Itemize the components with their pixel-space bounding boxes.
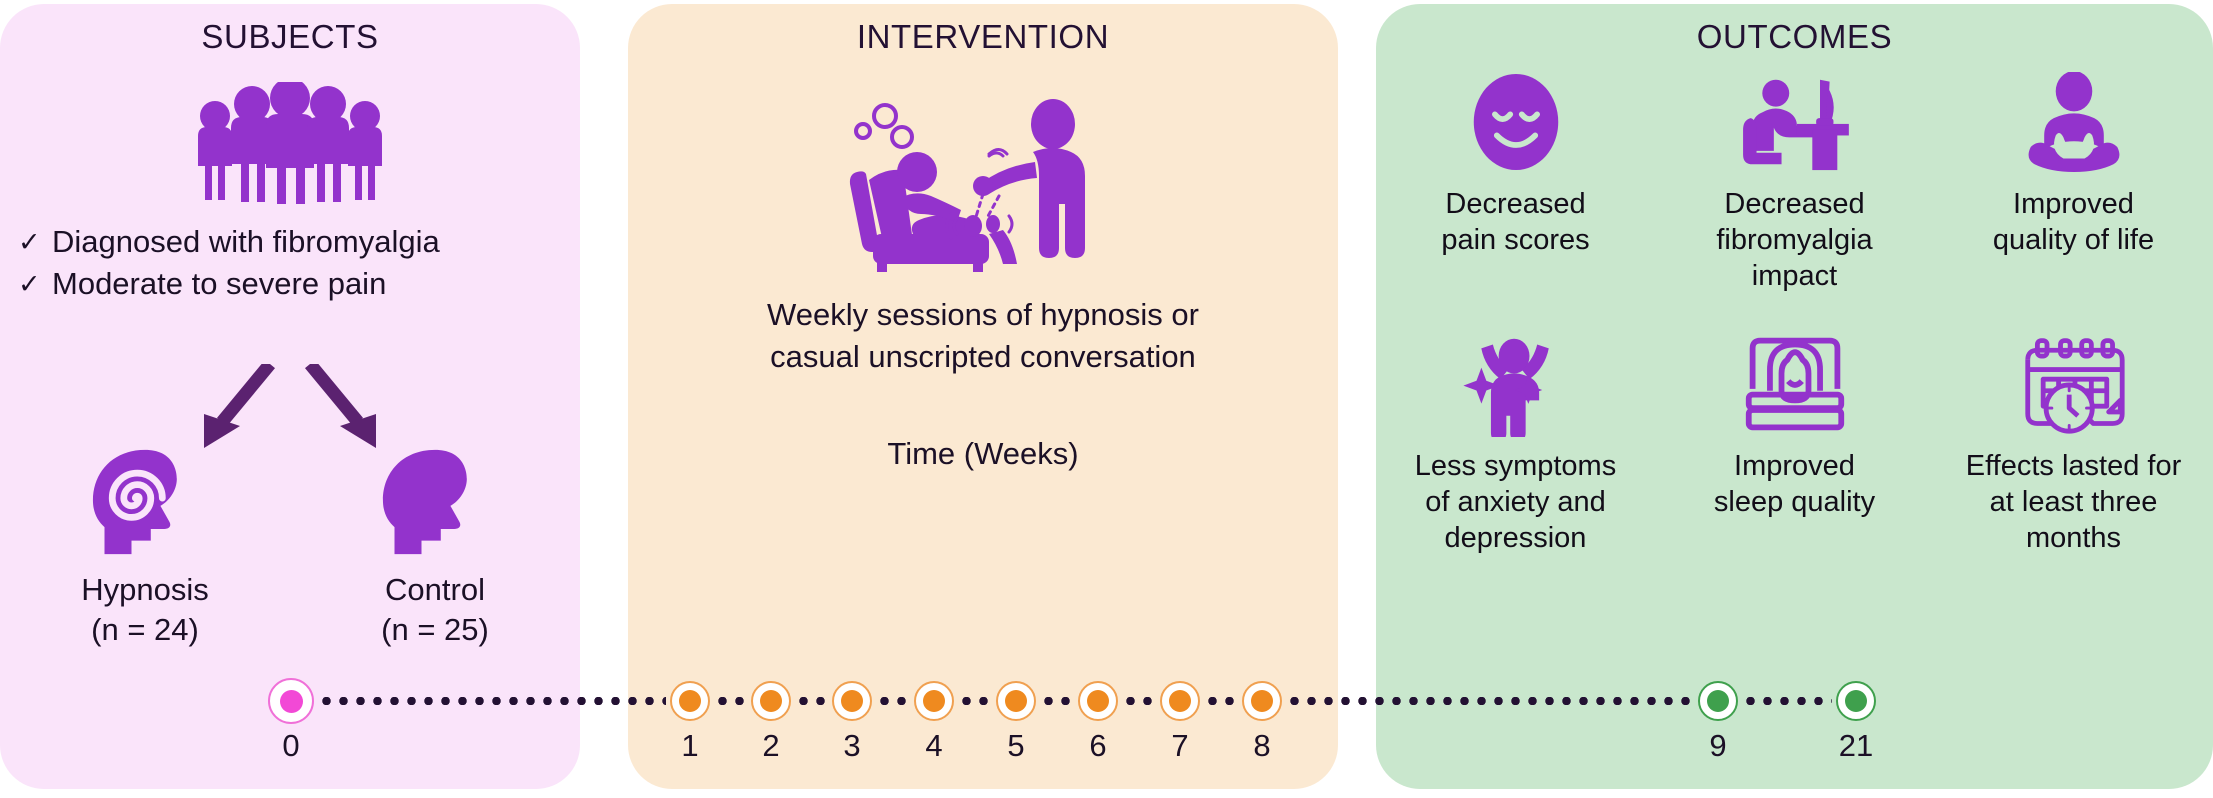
outcome-line-3: depression (1444, 522, 1587, 554)
time-axis-label: Time (Weeks) (887, 436, 1079, 471)
outcome-line-1: Improved (2013, 188, 2134, 220)
people-group-icon (190, 78, 390, 204)
outcome-line-2: of anxiety and (1425, 486, 1606, 518)
timeline-label-week-21: 21 (1838, 728, 1874, 763)
timeline-node-dot (1845, 690, 1867, 712)
timeline-node-week-3[interactable] (832, 681, 872, 721)
timeline-node-dot (841, 690, 863, 712)
timeline-node-dot (760, 690, 782, 712)
smiling-face-icon (1468, 68, 1564, 176)
outcome-line-1: Effects lasted for (1965, 450, 2182, 482)
timeline-node-dot (1251, 690, 1273, 712)
study-arm-control: Control (n = 25) (290, 444, 580, 650)
timeline-label-week-4: 4 (925, 728, 943, 763)
caption-line-1: Weekly sessions of hypnosis or (767, 297, 1199, 332)
outcome-line-2: quality of life (1992, 224, 2155, 256)
arm-name-hypnosis: Hypnosis (81, 572, 209, 607)
outcome-decreased-pain-scores: Decreased pain scores (1376, 68, 1655, 294)
outcome-effects-lasted-three-months: Effects lasted for at least three months (1934, 330, 2213, 556)
outcome-line-1: Improved (1734, 450, 1855, 482)
panel-title-subjects: SUBJECTS (201, 18, 379, 55)
outcome-improved-sleep-quality: Improved sleep quality (1655, 330, 1934, 556)
inclusion-criteria-list: ✓ Diagnosed with fibromyalgia ✓ Moderate… (18, 222, 570, 306)
outcome-line-3: impact (1751, 260, 1838, 292)
arm-n-control: (n = 25) (381, 612, 489, 647)
timeline-node-week-1[interactable] (670, 681, 710, 721)
list-item: ✓ Moderate to severe pain (18, 264, 570, 304)
outcomes-row-bottom: Less symptoms of anxiety and depression (1376, 330, 2213, 556)
panel-title-outcomes: OUTCOMES (1696, 18, 1893, 55)
check-icon: ✓ (18, 269, 41, 299)
outcome-label: Effects lasted for at least three months (1966, 448, 2181, 556)
intervention-caption: Weekly sessions of hypnosis or casual un… (660, 294, 1306, 378)
criterion-label: Moderate to severe pain (52, 266, 387, 301)
timeline-node-week-5[interactable] (996, 681, 1036, 721)
calendar-clock-icon (2016, 330, 2132, 438)
outcome-line-3: months (2025, 522, 2122, 554)
outcome-label: Decreased pain scores (1441, 186, 1589, 258)
timeline-label-week-8: 8 (1253, 728, 1271, 763)
study-arm-hypnosis: Hypnosis (n = 24) (0, 444, 290, 650)
timeline-label-week-7: 7 (1171, 728, 1189, 763)
outcome-line-1: Decreased (1445, 188, 1586, 220)
timeline-node-week-2[interactable] (751, 681, 791, 721)
timeline-node-dot (1005, 690, 1027, 712)
hypnosis-session-icon (833, 94, 1133, 274)
outcome-label: Improved quality of life (1993, 186, 2154, 258)
arm-n-hypnosis: (n = 24) (91, 612, 199, 647)
person-at-desk-icon (1737, 68, 1853, 176)
outcome-label: Less symptoms of anxiety and depression (1415, 448, 1616, 556)
timeline-node-week-6[interactable] (1078, 681, 1118, 721)
timeline-label-week-0: 0 (282, 728, 300, 763)
arm-name-control: Control (385, 572, 485, 607)
person-meditating-icon (2021, 68, 2127, 176)
timeline-node-dot (679, 690, 701, 712)
timeline-node-dot (1707, 690, 1729, 712)
randomization-arrows (160, 359, 420, 454)
outcomes-row-top: Decreased pain scores (1376, 68, 2213, 294)
timeline-node-dot (1087, 690, 1109, 712)
timeline-node-week-21[interactable] (1836, 681, 1876, 721)
outcome-decreased-fibromyalgia-impact: Decreased fibromyalgia impact (1655, 68, 1934, 294)
outcome-line-2: sleep quality (1713, 486, 1876, 518)
list-item: ✓ Diagnosed with fibromyalgia (18, 222, 570, 262)
head-profile-control-icon (290, 444, 580, 556)
timeline-label-week-6: 6 (1089, 728, 1107, 763)
person-celebrating-icon (1458, 330, 1574, 438)
timeline-label-week-1: 1 (681, 728, 699, 763)
outcome-less-anxiety-depression: Less symptoms of anxiety and depression (1376, 330, 1655, 556)
outcome-line-1: Decreased (1724, 188, 1865, 220)
check-icon: ✓ (18, 227, 41, 257)
timeline-label-week-5: 5 (1007, 728, 1025, 763)
outcome-line-2: pain scores (1441, 224, 1590, 256)
timeline-node-week-8[interactable] (1242, 681, 1282, 721)
timeline-node-dot (1169, 690, 1191, 712)
outcome-label: Decreased fibromyalgia impact (1716, 186, 1872, 294)
outcome-label: Improved sleep quality (1714, 448, 1875, 520)
timeline-label-week-9: 9 (1709, 728, 1727, 763)
timeline-node-week-4[interactable] (914, 681, 954, 721)
timeline-node-dot (279, 689, 303, 713)
person-sleeping-bed-icon (1737, 330, 1853, 438)
timeline-label-week-2: 2 (762, 728, 780, 763)
head-spiral-hypnosis-icon (0, 444, 290, 556)
timeline-node-dot (923, 690, 945, 712)
outcome-line-1: Less symptoms (1414, 450, 1617, 482)
outcome-improved-quality-of-life: Improved quality of life (1934, 68, 2213, 294)
timeline-label-week-3: 3 (843, 728, 861, 763)
panel-subjects: SUBJECTS (0, 4, 580, 789)
caption-line-2: casual unscripted conversation (770, 339, 1196, 374)
timeline-node-week-7[interactable] (1160, 681, 1200, 721)
panel-intervention: INTERVENTION (628, 4, 1338, 789)
timeline-node-week-0[interactable] (268, 678, 314, 724)
panel-outcomes: OUTCOMES Decreased pain scores (1376, 4, 2213, 789)
criterion-label: Diagnosed with fibromyalgia (52, 224, 440, 259)
outcome-line-2: fibromyalgia (1716, 224, 1873, 256)
timeline-node-week-9[interactable] (1698, 681, 1738, 721)
panel-title-intervention: INTERVENTION (856, 18, 1110, 55)
outcome-line-2: at least three (1989, 486, 2158, 518)
